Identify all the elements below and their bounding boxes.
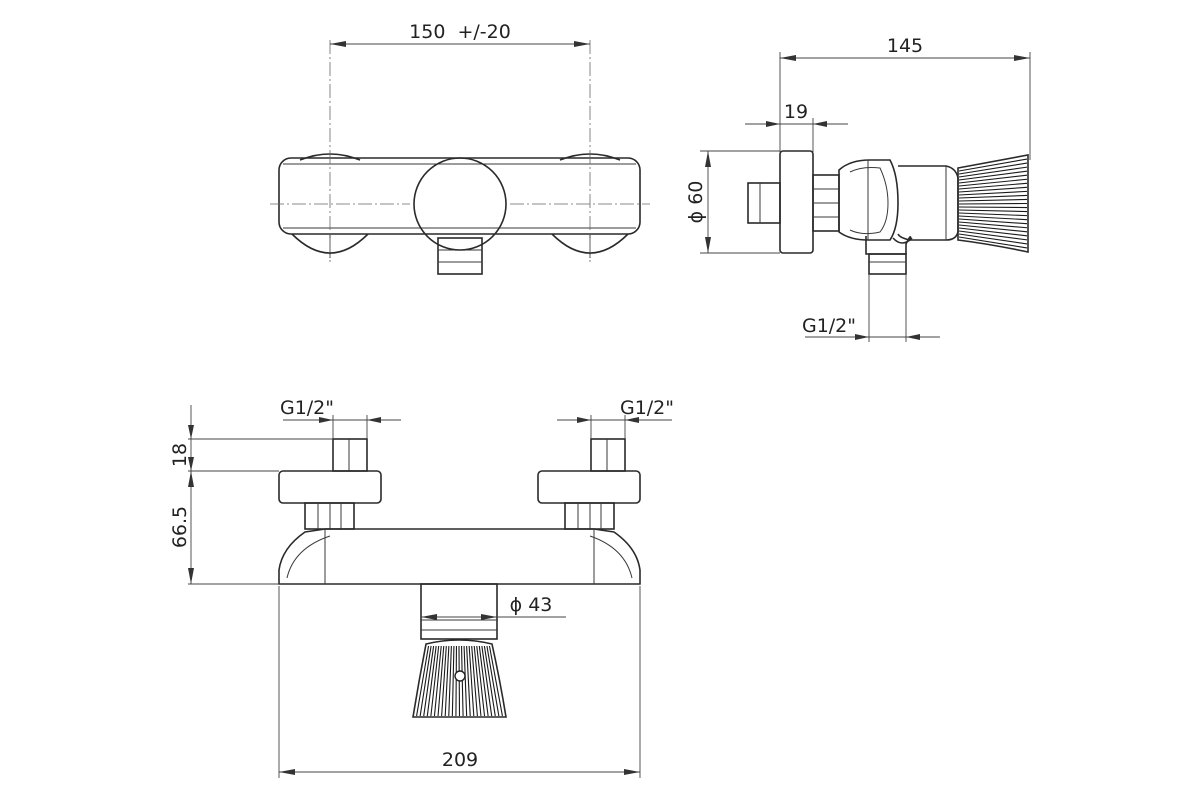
dim-side-depth-label: 145 [887,35,923,57]
knurl-line [441,645,447,717]
knurl-line [958,186,1028,193]
knurl-line [481,645,493,717]
knurl-line [958,170,1028,181]
knurl-line [958,227,1028,237]
front-view-right-nut [564,502,615,530]
front-view-right-escutcheon [537,470,641,504]
front-view: 18 66.5 G1/2" G1/2" [169,397,674,778]
dim-front-inlet-height: 18 [169,405,194,471]
dim-front-body-height-label: 66.5 [169,506,191,548]
front-view-knob [412,639,507,718]
side-view-outlet [868,253,907,275]
knurl-line [451,645,455,717]
side-view-handle [957,154,1029,253]
knurl-line [958,233,1028,245]
top-view-outlet [437,237,483,275]
dim-side-diameter-label: ϕ 60 [685,181,707,224]
knurl-line [958,158,1028,172]
knurl-line [958,178,1028,187]
knurl-line [416,645,430,717]
knurl-line [466,645,471,717]
knurl-line [488,645,503,717]
top-view-body [278,157,641,235]
knurl-line [476,645,486,717]
knurl-line [958,194,1028,199]
dim-front-total-width: 209 [278,586,641,778]
knurl-line [423,645,435,717]
dim-top-width-label: 150 +/-20 [409,21,511,43]
dim-front-knob-diameter-label: ϕ 43 [510,594,553,616]
knurl-line [468,645,475,717]
knurl-line [958,198,1028,202]
side-view: 145 19 ϕ 60 [685,35,1031,342]
dim-side-flange: 19 [745,101,848,127]
knurl-line [473,645,482,717]
dim-side-diameter: ϕ 60 [685,150,780,254]
dim-front-knob-diameter: ϕ 43 [421,594,566,620]
dim-front-body-height: 66.5 [169,471,194,584]
knurl-line [463,645,468,717]
knurl-line [426,645,437,717]
knurl-line [958,230,1028,241]
side-view-hex-nut [812,174,840,232]
side-view-body [838,159,959,255]
knurl-line [483,645,496,717]
front-view-right-inlet [590,438,626,472]
dim-side-outlet-thread: G1/2" [802,274,940,342]
dim-side-flange-label: 19 [784,101,808,123]
dim-side-outlet-thread-label: G1/2" [802,315,856,337]
knurl-line [478,645,489,717]
knurl-line [958,166,1028,178]
knurl-line [958,236,1028,249]
front-view-left-nut [304,502,355,530]
knurl-line [958,182,1028,190]
top-view: 150 +/-20 [270,21,650,275]
knurl-line [958,206,1028,209]
knurl-line [958,190,1028,196]
front-view-left-inlet [332,438,368,472]
knurl-line [958,162,1028,175]
knurl-line [958,174,1028,184]
dim-front-inlet-thread-right-label: G1/2" [620,397,674,419]
front-view-left-escutcheon [278,470,382,504]
dim-front-inlet-thread-right: G1/2" [557,397,674,439]
side-view-flange [779,150,814,254]
dim-front-inlet-height-label: 18 [169,443,191,467]
knurl-line [958,224,1028,233]
knurl-line [419,645,432,717]
knurl-line [958,215,1028,221]
knurl-line [958,202,1028,205]
knurl-line [471,645,478,717]
front-view-knob-neck [420,583,498,640]
knurl-line [444,645,450,717]
knurl-line [455,645,458,717]
top-view-knob [413,157,507,251]
knurl-line [437,645,445,717]
knurl-line [433,645,442,717]
knurl-line [958,221,1028,229]
dim-side-depth: 145 [780,35,1030,61]
knurl-line [486,645,500,717]
front-view-body [278,528,641,585]
dim-front-inlet-thread-left-label: G1/2" [280,397,334,419]
dim-top-width: 150 +/-20 [330,21,590,47]
knurl-line [430,645,440,717]
dim-front-inlet-thread-left: G1/2" [280,397,401,439]
dim-front-total-width-label: 209 [442,749,478,771]
knurl-line [958,218,1028,225]
side-view-inlet-stub [747,182,781,224]
knurl-line [448,645,452,717]
knurl-line [958,209,1028,213]
knurl-line [958,212,1028,217]
front-view-knob-screw [454,670,466,682]
